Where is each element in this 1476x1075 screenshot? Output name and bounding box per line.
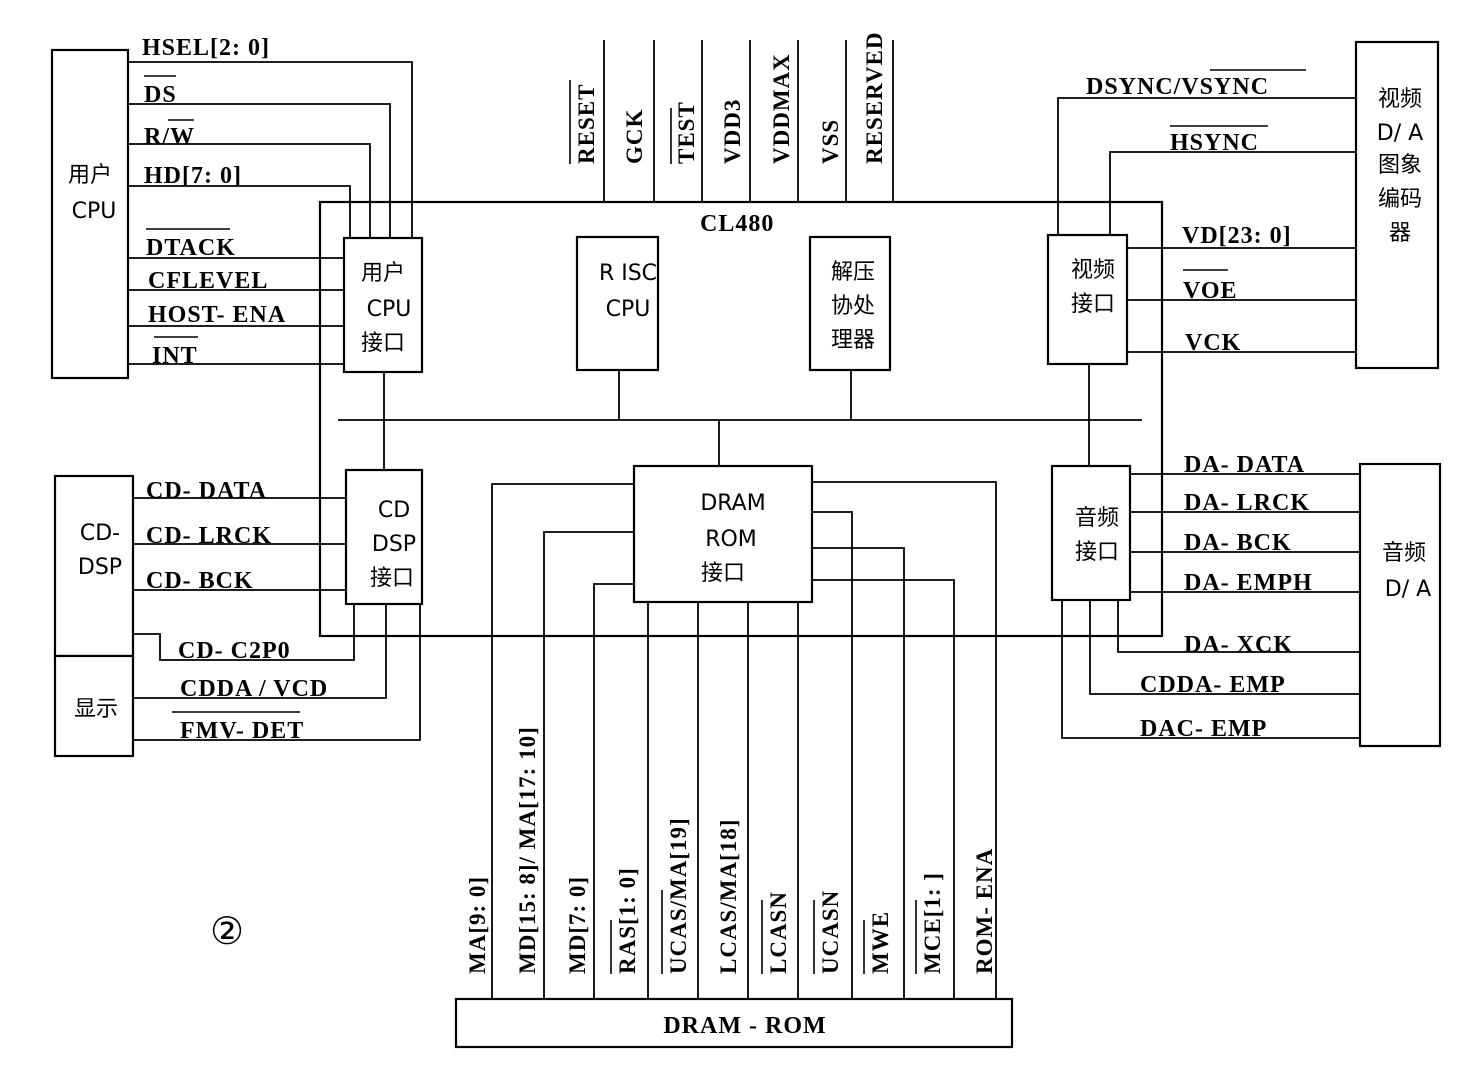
top-pin-wires	[603, 40, 894, 202]
svg-text:用户: 用户	[361, 261, 405, 286]
svg-text:接口: 接口	[1071, 292, 1115, 317]
signal-md-ma: MD[15: 8]/ MA[17: 10]	[515, 726, 540, 974]
signal-da-xck: DA- XCK	[1184, 632, 1293, 658]
signal-da-data: DA- DATA	[1184, 452, 1305, 478]
svg-text:解压: 解压	[831, 260, 875, 285]
signal-ma: MA[9: 0]	[465, 876, 490, 974]
signal-cd-lrck: CD- LRCK	[146, 523, 272, 549]
svg-text:ROM: ROM	[705, 527, 757, 552]
svg-text:接口: 接口	[361, 331, 405, 356]
signal-cd-data: CD- DATA	[146, 478, 267, 504]
svg-text:接口: 接口	[1075, 540, 1119, 565]
signal-mce: MCE[1: ]	[920, 872, 945, 974]
signal-rw: R/W	[144, 124, 195, 150]
svg-text:协处: 协处	[831, 294, 875, 319]
cl480-chip-boundary	[318, 200, 1164, 638]
svg-text:D/ A: D/ A	[1385, 577, 1431, 602]
signal-hd: HD[7: 0]	[144, 163, 242, 189]
svg-text:音频: 音频	[1382, 541, 1426, 566]
svg-text:CPU: CPU	[606, 297, 651, 322]
pin-vdd3: VDD3	[720, 99, 745, 164]
signal-vck: VCK	[1185, 330, 1241, 356]
svg-text:视频: 视频	[1071, 258, 1115, 283]
svg-text:CPU: CPU	[72, 199, 117, 224]
signal-host-ena: HOST- ENA	[148, 302, 286, 328]
cd-dsp-block: CD- DSP	[53, 474, 135, 658]
decompression-coprocessor-block: 解压 协处 理器	[808, 235, 892, 372]
signal-voe: VOE	[1183, 278, 1238, 304]
signal-int: INT	[152, 343, 198, 369]
pin-reset: RESET	[574, 84, 599, 164]
signal-da-bck: DA- BCK	[1184, 530, 1292, 556]
signal-dtack: DTACK	[146, 235, 236, 261]
display-block: 显示	[53, 654, 135, 758]
cd-bus-wires	[133, 497, 421, 741]
svg-text:DSP: DSP	[372, 532, 416, 557]
cd-dsp-interface-block: CD DSP 接口	[344, 468, 424, 606]
pin-vddmax: VDDMAX	[769, 53, 794, 164]
pin-vss: VSS	[818, 119, 843, 164]
video-interface-block: 视频 接口	[1046, 233, 1129, 366]
signal-dsync-vsync: DSYNC/VSYNC	[1086, 74, 1269, 100]
signal-cd-c2p0: CD- C2P0	[178, 638, 291, 664]
svg-text:CPU: CPU	[367, 297, 412, 322]
risc-cpu-block: R ISC CPU	[575, 235, 660, 372]
video-bus-wires	[1057, 97, 1356, 353]
svg-text:视频: 视频	[1378, 87, 1422, 112]
video-encoder-block: 视频 D/ A 图象 编码 器	[1354, 40, 1440, 370]
svg-text:显示: 显示	[74, 697, 118, 722]
svg-text:CD: CD	[378, 498, 410, 523]
pin-reserved: RESERVED	[862, 32, 887, 164]
audio-da-block: 音频 D/ A	[1358, 462, 1442, 748]
internal-bus	[338, 364, 1142, 470]
svg-text:编码: 编码	[1378, 187, 1422, 212]
dram-rom-interface-block: DRAM ROM 接口	[632, 464, 814, 604]
signal-da-emph: DA- EMPH	[1184, 570, 1313, 596]
svg-text:DRAM - ROM: DRAM - ROM	[663, 1013, 826, 1039]
figure-marker: ②	[210, 909, 244, 953]
signal-mwe: MWE	[868, 911, 893, 974]
svg-text:DSP: DSP	[78, 555, 122, 580]
user-cpu-block: 用户 CPU	[50, 48, 130, 380]
svg-text:用户: 用户	[68, 163, 112, 188]
signal-ucas-ma: UCAS/MA[19]	[666, 817, 691, 974]
svg-text:R ISC: R ISC	[599, 261, 657, 286]
audio-bus-wires	[1061, 473, 1360, 739]
signal-lcasn: LCASN	[766, 891, 791, 974]
svg-text:D/ A: D/ A	[1377, 121, 1423, 146]
signal-da-lrck: DA- LRCK	[1184, 490, 1310, 516]
svg-text:DRAM: DRAM	[700, 491, 765, 516]
signal-dac-emp: DAC- EMP	[1140, 716, 1267, 742]
svg-text:CD-: CD-	[80, 521, 120, 546]
audio-interface-block: 音频 接口	[1050, 464, 1132, 602]
dram-rom-block: DRAM - ROM	[454, 997, 1014, 1049]
signal-cd-bck: CD- BCK	[146, 568, 254, 594]
pin-gck: GCK	[622, 109, 647, 164]
signal-ds: DS	[144, 82, 177, 108]
signal-md: MD[7: 0]	[565, 876, 590, 974]
svg-text:器: 器	[1389, 221, 1411, 246]
svg-text:接口: 接口	[701, 561, 745, 586]
user-cpu-interface-block: 用户 CPU 接口	[342, 236, 424, 374]
signal-ras: RAS[1: 0]	[615, 867, 640, 974]
signal-fmv-det: FMV- DET	[180, 718, 304, 744]
memory-bus-wires	[491, 481, 997, 999]
signal-cdda-vcd: CDDA / VCD	[180, 676, 328, 702]
signal-lcas-ma: LCAS/MA[18]	[716, 819, 741, 974]
chip-name: CL480	[700, 211, 774, 237]
signal-cflevel: CFLEVEL	[148, 268, 268, 294]
signal-hsync: HSYNC	[1170, 130, 1259, 156]
signal-ucasn: UCASN	[818, 890, 843, 974]
pin-test: TEST	[674, 101, 699, 164]
svg-text:理器: 理器	[831, 328, 875, 353]
signal-hsel: HSEL[2: 0]	[142, 35, 270, 61]
signal-rom-ena: ROM- ENA	[972, 848, 997, 974]
svg-text:接口: 接口	[370, 566, 414, 591]
signal-vd: VD[23: 0]	[1182, 223, 1292, 249]
signal-cdda-emp: CDDA- EMP	[1140, 672, 1286, 698]
host-bus-wires	[128, 61, 413, 365]
svg-text:音频: 音频	[1075, 506, 1119, 531]
svg-text:图象: 图象	[1378, 153, 1422, 178]
